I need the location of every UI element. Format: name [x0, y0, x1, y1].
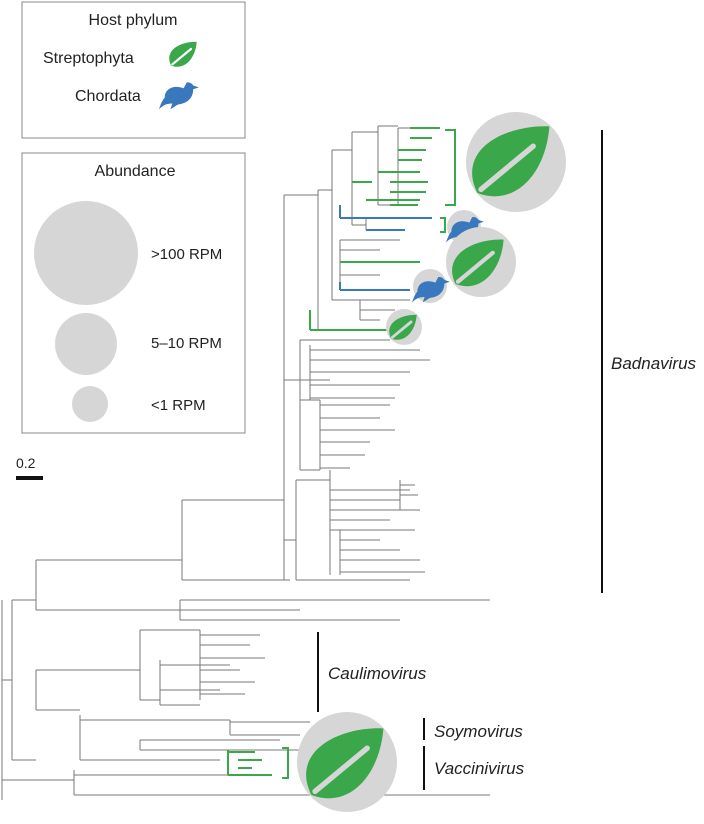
bubble-animal-middle: [412, 269, 450, 303]
abundance-circle-medium: [55, 313, 117, 375]
leaf-icon: [389, 314, 417, 340]
abundance-legend-title: Abundance: [95, 163, 176, 180]
abundance-label-medium: 5–10 RPM: [151, 335, 222, 352]
abundance-legend: Abundance >100 RPM 5–10 RPM <1 RPM: [21, 152, 246, 434]
host-legend-box: [21, 1, 246, 139]
abundance-label-small: <1 RPM: [151, 397, 206, 414]
clade-badnavirus: Badnavirus: [601, 130, 697, 593]
streptophyta-lineages: [227, 127, 440, 776]
leaf-icon: [452, 239, 504, 287]
phylogenetic-tree: [1, 125, 490, 800]
bubble-plant-medium: [446, 227, 516, 297]
scale-bar-label: 0.2: [16, 455, 36, 471]
bubble-plant-large-top: [466, 112, 566, 212]
chordata-lineages: [339, 205, 432, 291]
host-legend: Host phylum Streptophyta Chordata: [21, 1, 246, 139]
abundance-label-large: >100 RPM: [151, 246, 222, 263]
abundance-legend-box: [21, 152, 246, 434]
bubble-plant-large-bottom: [297, 712, 397, 812]
leaf-icon: [472, 126, 550, 197]
host-legend-title: Host phylum: [89, 12, 178, 29]
clade-label-soymovirus: Soymovirus: [434, 722, 523, 741]
bird-icon: [159, 82, 199, 110]
bubble-plant-small: [386, 309, 422, 345]
abundance-circle-large: [34, 201, 138, 305]
legend-label-chordata: Chordata: [75, 88, 141, 105]
abundance-circle-small: [72, 386, 108, 422]
leaf-icon: [306, 728, 384, 799]
clade-vaccinivirus: Vaccinivirus: [423, 746, 525, 790]
leaf-icon: [169, 41, 197, 67]
clade-caulimovirus: Caulimovirus: [317, 632, 427, 712]
clade-label-badnavirus: Badnavirus: [611, 354, 697, 373]
scale-bar: 0.2: [16, 455, 43, 480]
legend-label-streptophyta: Streptophyta: [43, 50, 134, 67]
clade-label-vaccinivirus: Vaccinivirus: [434, 759, 525, 778]
clade-label-caulimovirus: Caulimovirus: [328, 664, 427, 683]
clade-soymovirus: Soymovirus: [423, 718, 523, 741]
clade-brackets: [282, 129, 456, 779]
